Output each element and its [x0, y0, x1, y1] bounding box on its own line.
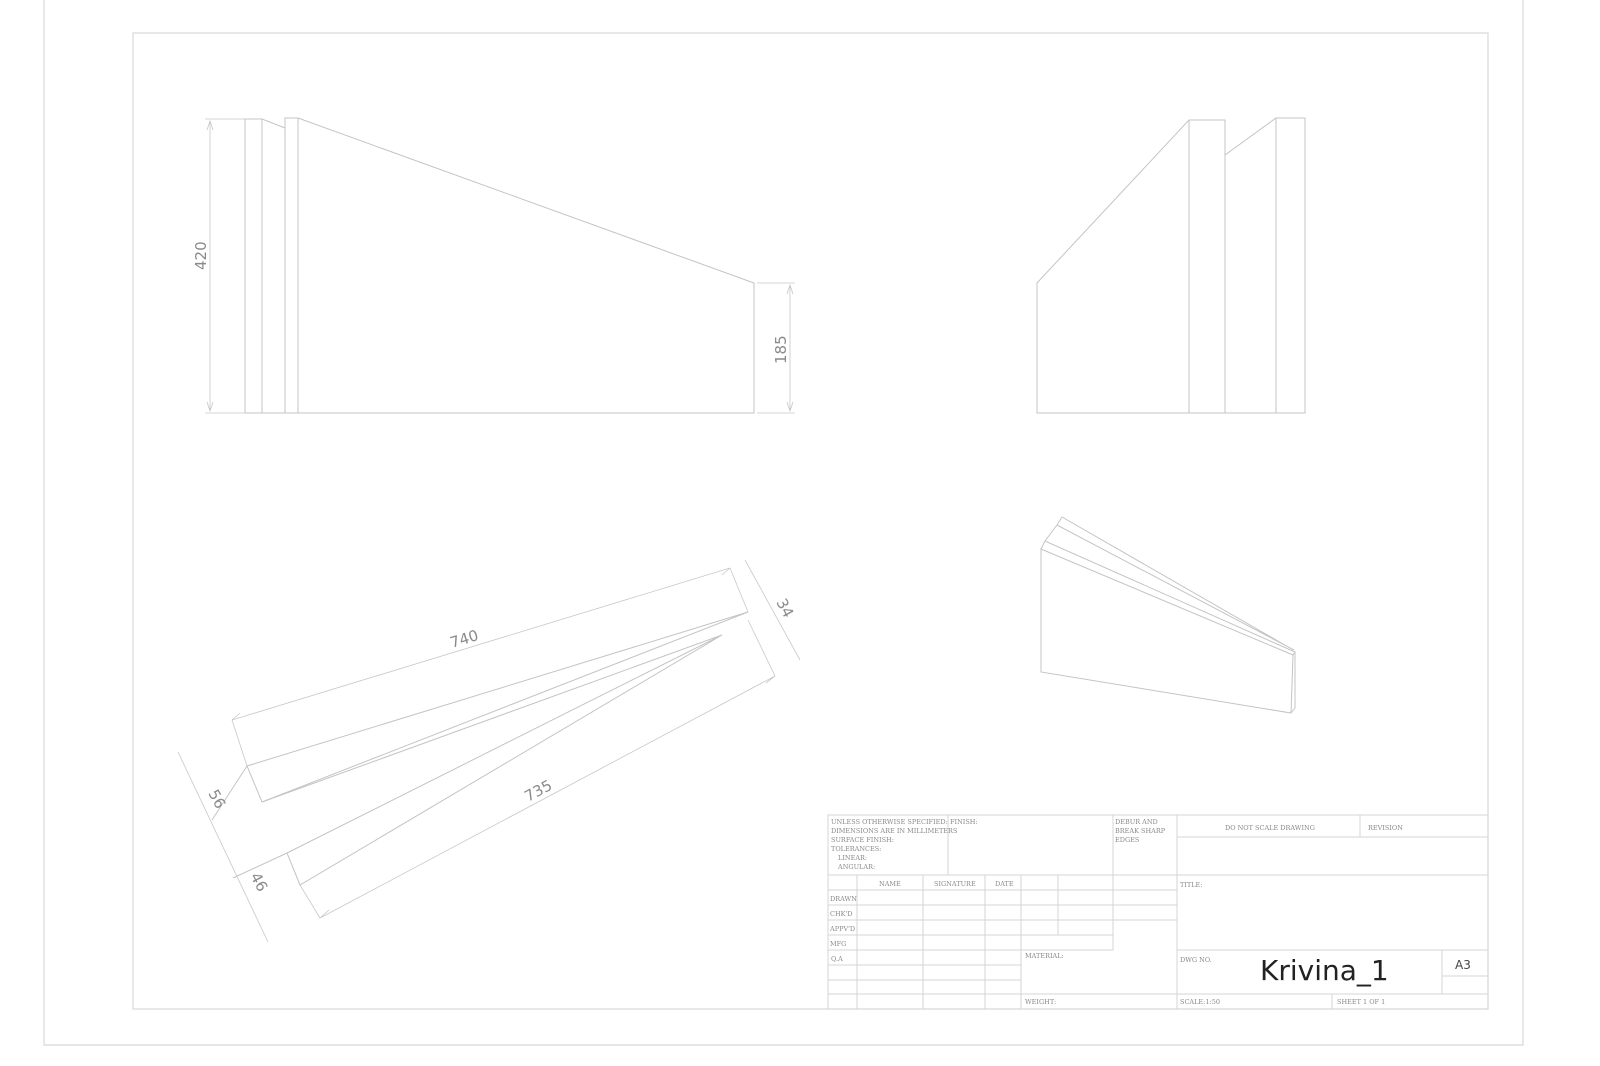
svg-text:TOLERANCES:: TOLERANCES:: [831, 845, 881, 853]
scale-label: SCALE:1:50: [1180, 998, 1220, 1006]
finish-label: FINISH:: [950, 818, 978, 826]
notes: UNLESS OTHERWISE SPECIFIED: DIMENSIONS A…: [831, 818, 957, 871]
dim-56: 56: [204, 786, 229, 811]
revision-label: REVISION: [1368, 824, 1403, 832]
dim-735: 735: [521, 776, 555, 805]
dim-185: 185: [772, 335, 790, 364]
svg-text:ANGULAR:: ANGULAR:: [837, 863, 875, 871]
title-block: UNLESS OTHERWISE SPECIFIED: DIMENSIONS A…: [827, 814, 1489, 1010]
svg-text:BREAK SHARP: BREAK SHARP: [1115, 827, 1166, 835]
svg-text:EDGES: EDGES: [1115, 836, 1139, 844]
top-view: 740 735 34 56 46: [177, 559, 801, 943]
front-view: 420 185: [192, 117, 795, 414]
debur-label: DEBUR AND: [1115, 818, 1158, 826]
sheet-size: A3: [1455, 958, 1471, 972]
isometric-view: [1040, 516, 1296, 714]
title-label: TITLE:: [1180, 881, 1203, 889]
weight-label: WEIGHT:: [1025, 998, 1056, 1006]
svg-text:DRAWN: DRAWN: [830, 895, 857, 903]
dwg-no-label: DWG NO.: [1180, 956, 1212, 964]
sheet-label: SHEET 1 OF 1: [1337, 998, 1385, 1006]
svg-text:SURFACE FINISH:: SURFACE FINISH:: [831, 836, 894, 844]
do-not-scale-label: DO NOT SCALE DRAWING: [1225, 824, 1315, 832]
svg-text:APPV'D: APPV'D: [829, 925, 855, 933]
svg-text:SIGNATURE: SIGNATURE: [934, 880, 976, 888]
svg-text:DATE: DATE: [995, 880, 1014, 888]
side-view: [1036, 117, 1306, 414]
svg-text:NAME: NAME: [879, 880, 901, 888]
sheet-border: [43, 0, 1524, 1046]
svg-text:LINEAR:: LINEAR:: [838, 854, 867, 862]
dim-420: 420: [192, 241, 210, 270]
svg-text:DIMENSIONS ARE IN MILLIMETERS: DIMENSIONS ARE IN MILLIMETERS: [831, 827, 957, 835]
svg-text:Q.A: Q.A: [831, 955, 843, 963]
svg-text:MFG: MFG: [830, 940, 846, 948]
dim-46: 46: [246, 869, 271, 894]
svg-text:UNLESS OTHERWISE SPECIFIED:: UNLESS OTHERWISE SPECIFIED:: [831, 818, 948, 826]
svg-text:CHK'D: CHK'D: [830, 910, 853, 918]
dim-740: 740: [448, 626, 481, 652]
material-label: MATERIAL:: [1025, 952, 1064, 960]
dwg-number: Krivina_1: [1260, 954, 1389, 987]
